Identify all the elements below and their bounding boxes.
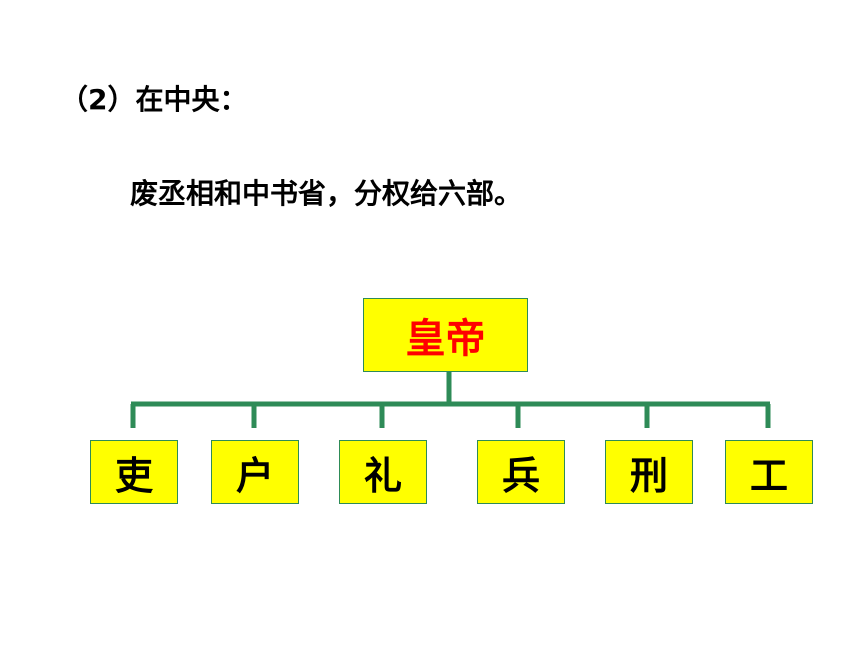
slide-subtext: 废丞相和中书省，分权给六部。 [130,177,523,210]
ministry-node-personnel: 吏 [90,440,178,504]
slide-heading: （2）在中央： [60,83,248,116]
emperor-node: 皇帝 [363,298,528,372]
ministry-node-war: 兵 [477,440,565,504]
ministry-node-revenue: 户 [211,440,299,504]
ministry-node-justice: 刑 [605,440,693,504]
ministry-node-works: 工 [725,440,813,504]
ministry-node-rites: 礼 [339,440,427,504]
